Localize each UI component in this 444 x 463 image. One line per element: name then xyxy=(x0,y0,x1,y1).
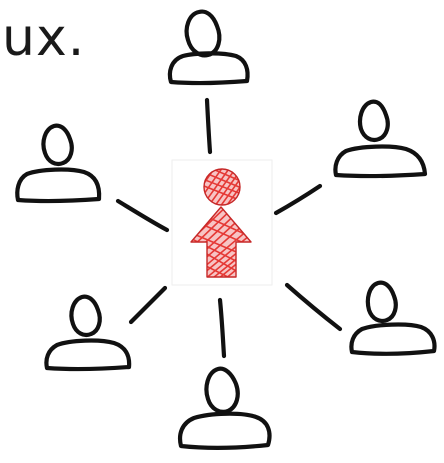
person-outline-icon xyxy=(167,9,250,86)
person-outline-icon xyxy=(349,280,437,356)
connector-bottom xyxy=(217,297,227,359)
connector-lower-left xyxy=(128,285,168,325)
person-outline-icon xyxy=(177,366,272,450)
connector-lower-right xyxy=(284,282,343,332)
person-outline-icon xyxy=(15,123,102,204)
heading-text: ux. xyxy=(2,8,86,68)
person-outline-icon xyxy=(44,294,132,372)
user-arrow-up-icon xyxy=(171,159,273,286)
connector-lines xyxy=(115,97,343,359)
connector-top xyxy=(204,97,213,155)
connector-upper-left xyxy=(115,198,170,233)
connector-upper-right xyxy=(273,183,323,216)
person-outline-icon xyxy=(333,99,428,179)
